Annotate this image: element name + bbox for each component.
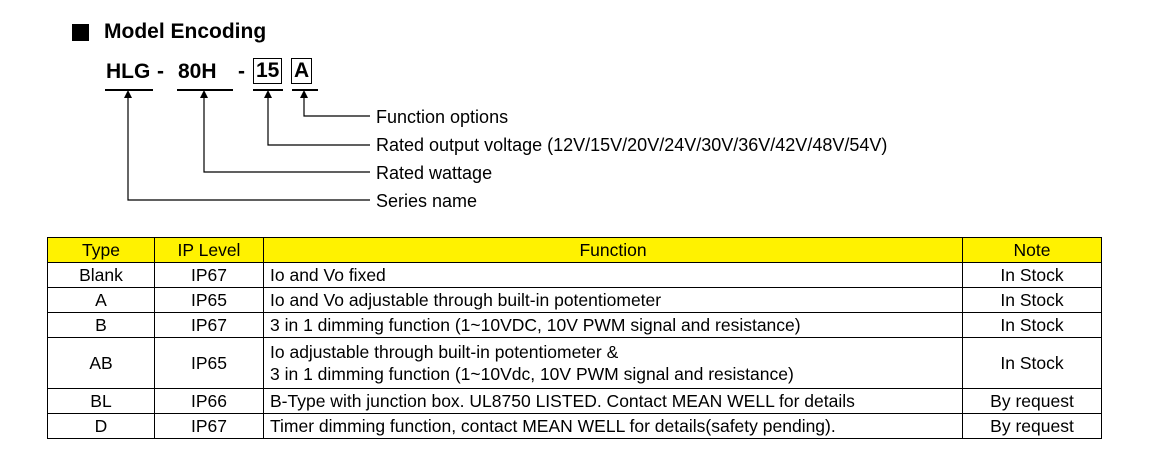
arrow-rated-voltage bbox=[264, 90, 272, 98]
cell-note: By request bbox=[962, 388, 1102, 414]
model-series: HLG bbox=[106, 60, 151, 83]
cell-function: Io and Vo adjustable through built-in po… bbox=[263, 287, 963, 313]
model-option-box: A bbox=[291, 58, 313, 84]
table-row: Blank IP67 Io and Vo fixed In Stock bbox=[47, 262, 1102, 288]
table-row: B IP67 3 in 1 dimming function (1~10VDC,… bbox=[47, 312, 1102, 338]
model-voltage-box: 15 bbox=[253, 58, 283, 84]
wattage-underline bbox=[177, 89, 233, 91]
model-dash-1: - bbox=[157, 60, 164, 83]
cell-ip: IP67 bbox=[154, 312, 264, 338]
cell-note: In Stock bbox=[962, 287, 1102, 313]
cell-function: Io and Vo fixed bbox=[263, 262, 963, 288]
table-header-row: Type IP Level Function Note bbox=[47, 237, 1102, 263]
cell-function: Io adjustable through built-in potentiom… bbox=[263, 337, 963, 389]
cell-note: By request bbox=[962, 413, 1102, 439]
cell-ip: IP66 bbox=[154, 388, 264, 414]
cell-function-line-2: 3 in 1 dimming function (1~10Vdc, 10V PW… bbox=[270, 364, 794, 384]
header-note: Note bbox=[962, 237, 1102, 263]
cell-ip: IP65 bbox=[154, 337, 264, 389]
table-row: AB IP65 Io adjustable through built-in p… bbox=[47, 337, 1102, 389]
series-underline bbox=[105, 89, 153, 91]
arrow-series-name bbox=[124, 90, 132, 98]
cell-type: AB bbox=[47, 337, 155, 389]
legend-series-name: Series name bbox=[376, 191, 478, 211]
leader-function-options bbox=[303, 93, 370, 117]
legend-rated-wattage: Rated wattage bbox=[376, 163, 493, 183]
cell-type: Blank bbox=[47, 262, 155, 288]
leader-rated-voltage bbox=[267, 93, 370, 146]
cell-ip: IP65 bbox=[154, 287, 264, 313]
cell-function-line-1: Io adjustable through built-in potentiom… bbox=[270, 342, 619, 362]
encoding-table: Type IP Level Function Note Blank IP67 I… bbox=[47, 237, 1102, 439]
cell-ip: IP67 bbox=[154, 262, 264, 288]
leader-rated-wattage bbox=[203, 93, 370, 173]
cell-note: In Stock bbox=[962, 337, 1102, 389]
model-dash-2: - bbox=[238, 60, 245, 83]
header-function: Function bbox=[263, 237, 963, 263]
legend-rated-voltage: Rated output voltage (12V/15V/20V/24V/30… bbox=[376, 135, 888, 155]
cell-function: 3 in 1 dimming function (1~10VDC, 10V PW… bbox=[263, 312, 963, 338]
leader-series-name bbox=[127, 93, 370, 201]
table-row: BL IP66 B-Type with junction box. UL8750… bbox=[47, 388, 1102, 414]
section-title: Model Encoding bbox=[104, 20, 267, 43]
cell-type: BL bbox=[47, 388, 155, 414]
cell-type: B bbox=[47, 312, 155, 338]
cell-function: B-Type with junction box. UL8750 LISTED.… bbox=[263, 388, 963, 414]
cell-type: A bbox=[47, 287, 155, 313]
cell-note: In Stock bbox=[962, 312, 1102, 338]
cell-type: D bbox=[47, 413, 155, 439]
header-ip-level: IP Level bbox=[154, 237, 264, 263]
header-type: Type bbox=[47, 237, 155, 263]
arrow-function-options bbox=[300, 90, 308, 98]
option-underline bbox=[292, 89, 318, 91]
square-bullet-icon bbox=[72, 23, 89, 41]
model-wattage: 80H bbox=[178, 60, 217, 83]
cell-function: Timer dimming function, contact MEAN WEL… bbox=[263, 413, 963, 439]
table-row: D IP67 Timer dimming function, contact M… bbox=[47, 413, 1102, 439]
cell-ip: IP67 bbox=[154, 413, 264, 439]
section-heading: Model Encoding bbox=[72, 20, 266, 44]
cell-note: In Stock bbox=[962, 262, 1102, 288]
leader-lines bbox=[124, 90, 370, 201]
table-row: A IP65 Io and Vo adjustable through buil… bbox=[47, 287, 1102, 313]
legend-function-options: Function options bbox=[376, 107, 509, 127]
arrow-rated-wattage bbox=[200, 90, 208, 98]
